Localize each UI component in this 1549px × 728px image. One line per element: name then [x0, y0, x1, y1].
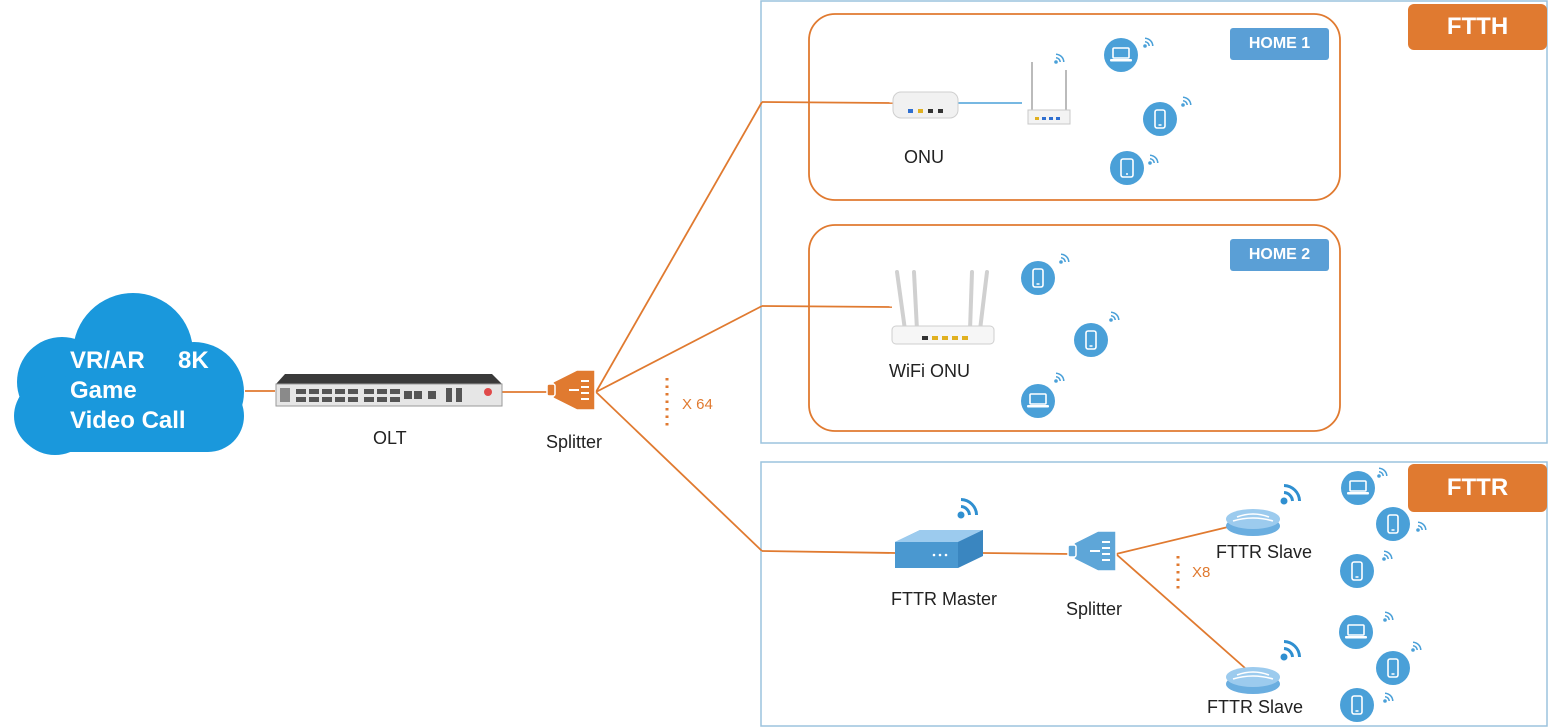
splitter-fttr-label: Splitter: [1066, 599, 1123, 619]
home2-phone-icon: [1020, 251, 1072, 296]
home2-phone-icon: [1073, 309, 1122, 358]
olt-label: OLT: [373, 428, 407, 448]
cloud-icon: [14, 293, 244, 455]
fttr-master-label: FTTR Master: [891, 589, 997, 609]
home1-tablet-icon: [1109, 150, 1161, 186]
ftth-section-tag: FTTH: [1408, 4, 1547, 50]
split-ratio-main-label: X 64: [682, 396, 713, 413]
wifi-router-icon: [1027, 51, 1071, 125]
onu-icon: [892, 91, 959, 119]
splitter-fttr-icon: [1067, 530, 1117, 572]
home1-phone-icon: [1142, 94, 1194, 137]
onu-label: ONU: [904, 147, 944, 167]
fttr-section-tag: FTTR: [1408, 464, 1547, 512]
fttr-slave-2-icon: [1225, 636, 1305, 695]
wifi-onu-label: WiFi ONU: [889, 361, 970, 381]
fttr-slave2-phone-icon: [1339, 687, 1396, 723]
cloud-service-line-1: VR/AR 8K: [70, 347, 209, 374]
fttr-slave2-phone-icon: [1375, 639, 1424, 686]
home1-badge: HOME 1: [1230, 28, 1329, 60]
olt-icon: [275, 374, 503, 407]
home2-frame: [808, 224, 1341, 432]
fttr-slave-1-icon: [1225, 480, 1305, 537]
cloud-service-line-2: Game: [70, 377, 137, 404]
split-ratio-fttr-label: X8: [1192, 564, 1211, 581]
wifi-onu-icon: [891, 270, 995, 345]
home1-laptop-icon: [1103, 35, 1156, 73]
fttr-slave1-laptop-icon: [1340, 465, 1390, 506]
fttr-master-icon: [895, 494, 983, 568]
cloud-service-line-3: Video Call: [70, 407, 186, 434]
fiber-links: [245, 101, 1246, 669]
fttr-slave1-phone-icon: [1375, 506, 1429, 542]
fttr-slave2-laptop-icon: [1338, 609, 1396, 650]
fttr-slave-2-label: FTTR Slave: [1207, 697, 1304, 717]
fttr-slave-1-label: FTTR Slave: [1216, 542, 1313, 562]
fttr-section-frame: [760, 461, 1548, 727]
home2-badge: HOME 2: [1230, 239, 1329, 271]
home1-frame: [808, 13, 1341, 201]
splitter-main-label: Splitter: [546, 432, 603, 452]
ftth-section-frame: [760, 0, 1548, 444]
home2-laptop-icon: [1020, 370, 1067, 419]
fttr-slave1-phone-icon: [1339, 548, 1395, 589]
splitter-main-icon: [546, 369, 596, 411]
